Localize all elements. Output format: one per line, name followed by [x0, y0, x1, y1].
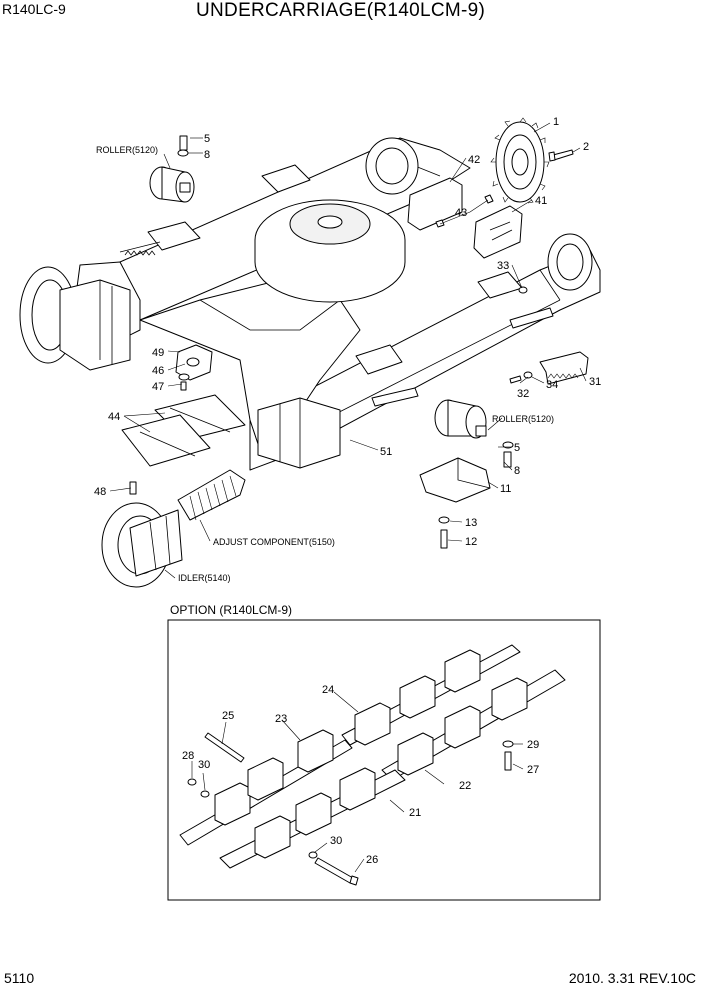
option-label: OPTION (R140LCM-9)	[170, 603, 293, 617]
callout-30-bottom: 30	[330, 835, 342, 847]
track-guard-31	[509, 351, 589, 385]
callout-5-top: 5	[204, 133, 210, 145]
callout-26: 26	[366, 854, 378, 866]
model-code: R140LC-9	[2, 1, 66, 17]
rear-end-block	[257, 397, 341, 469]
ref-roller-right: ROLLER(5120)	[492, 414, 554, 424]
callout-11: 11	[500, 483, 511, 495]
ref-roller-top: ROLLER(5120)	[96, 145, 158, 155]
revision-date: 2010. 3.31 REV.10C	[568, 970, 696, 986]
page-title: UNDERCARRIAGE(R140LCM-9)	[196, 0, 486, 21]
page-number: 5110	[4, 970, 35, 986]
callout-34: 34	[546, 379, 558, 391]
plate-49	[175, 344, 213, 391]
callout-23: 23	[275, 713, 287, 725]
front-idler	[19, 266, 131, 371]
callout-31: 31	[589, 376, 601, 388]
idler	[101, 502, 183, 588]
callout-24: 24	[322, 684, 334, 696]
callout-13: 13	[465, 517, 477, 529]
callout-27: 27	[527, 764, 539, 776]
callout-numbers: 1 2 5 8 42 41 43 33 49 46 47 31 32 34 44…	[94, 116, 601, 866]
callout-44: 44	[108, 411, 120, 423]
callout-46: 46	[152, 365, 164, 377]
ref-idler: IDLER(5140)	[178, 573, 231, 583]
bolt-33	[518, 286, 528, 294]
callout-49: 49	[152, 347, 164, 359]
callout-21: 21	[409, 807, 421, 819]
callout-12: 12	[465, 536, 477, 548]
option-track-guards	[179, 644, 566, 886]
callout-41: 41	[535, 195, 547, 207]
roller-bracket-11	[419, 457, 491, 549]
callout-48: 48	[94, 486, 106, 498]
leader-lines	[109, 122, 587, 873]
callout-43: 43	[455, 207, 467, 219]
callout-47: 47	[152, 381, 164, 393]
callout-1: 1	[553, 116, 559, 128]
carrier-roller-right	[434, 399, 514, 468]
callout-51: 51	[380, 446, 392, 458]
callout-8-right: 8	[514, 465, 520, 477]
reference-labels: ROLLER(5120) ROLLER(5120) ADJUST COMPONE…	[96, 145, 554, 583]
callout-28: 28	[182, 750, 194, 762]
callout-42: 42	[468, 154, 480, 166]
callout-30-left: 30	[198, 759, 210, 771]
sprocket	[490, 117, 550, 204]
ref-adjust-component: ADJUST COMPONENT(5150)	[213, 537, 335, 547]
adjust-component	[177, 469, 246, 521]
callout-29: 29	[527, 739, 539, 751]
callout-22: 22	[459, 780, 471, 792]
bolt-2	[548, 149, 574, 162]
callout-33: 33	[497, 260, 509, 272]
callout-5-right: 5	[514, 442, 520, 454]
option-box	[167, 619, 601, 901]
callout-25: 25	[222, 710, 234, 722]
cover-42	[407, 177, 463, 231]
guard-plates-44	[121, 394, 246, 495]
callout-2: 2	[583, 141, 589, 153]
carrier-roller-top	[149, 135, 195, 203]
motor-cover-41	[473, 205, 523, 259]
callout-8-top: 8	[204, 149, 210, 161]
callout-32: 32	[517, 388, 529, 400]
